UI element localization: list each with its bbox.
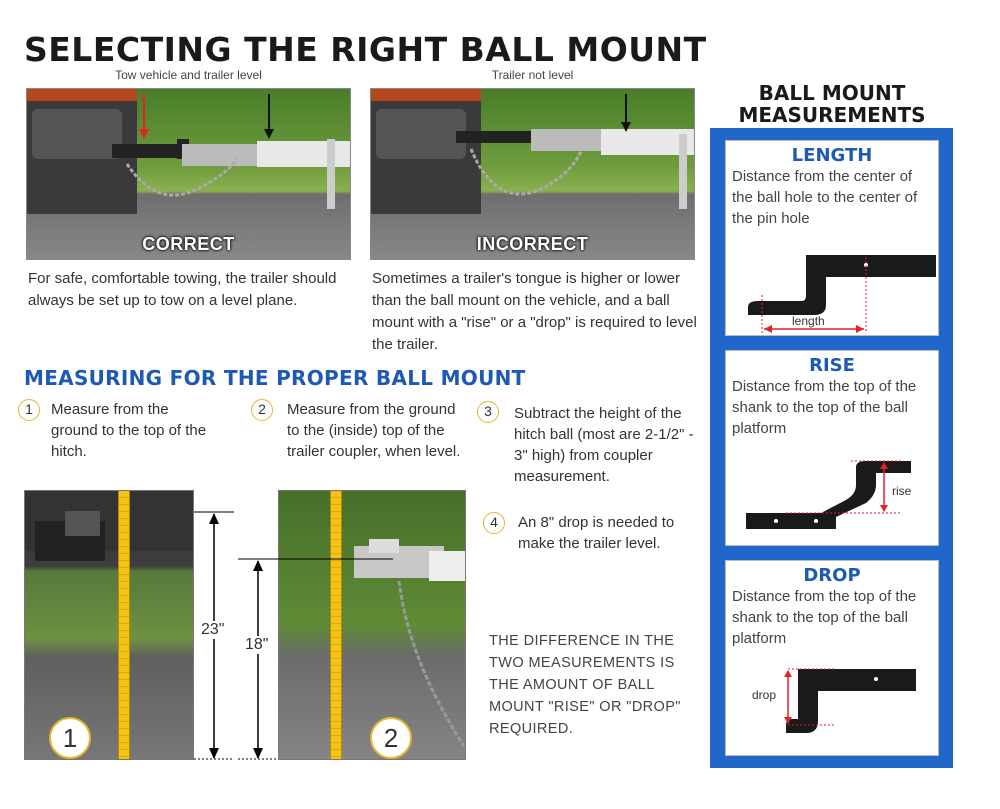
- rise-card: RISE Distance from the top of the shank …: [725, 350, 939, 546]
- measure-photo-hitch: 1: [24, 490, 194, 760]
- measuring-tape-2: [330, 491, 342, 759]
- sidebar-title-line2: MEASUREMENTS: [738, 103, 926, 127]
- correct-description: For safe, comfortable towing, the traile…: [28, 270, 337, 309]
- incorrect-towing-illustration: [371, 89, 694, 214]
- photo-correct-towing: CORRECT: [26, 88, 351, 260]
- drop-diagram: drop: [752, 668, 916, 733]
- step-4-number: 4: [483, 512, 505, 534]
- step-3-number: 3: [477, 401, 499, 423]
- measure-photo-coupler: 2: [278, 490, 466, 760]
- length-diagram-label: length: [792, 314, 825, 328]
- dimension-18-label: 18": [244, 636, 270, 654]
- dimension-23-line: [194, 511, 234, 760]
- correct-towing-illustration: [27, 89, 350, 214]
- length-diagram: length: [748, 255, 936, 333]
- rise-title: RISE: [809, 355, 855, 376]
- drop-title: DROP: [803, 565, 861, 586]
- length-desc: Distance from the center of the ball hol…: [732, 168, 918, 227]
- photo-caption-correct: Tow vehicle and trailer level: [115, 68, 262, 82]
- photo-incorrect-towing: INCORRECT: [370, 88, 695, 260]
- dimension-23-label: 23": [200, 621, 226, 639]
- verdict-incorrect: INCORRECT: [476, 234, 589, 254]
- sidebar-title: BALL MOUNT MEASUREMENTS: [712, 82, 952, 126]
- rise-diagram: rise: [746, 460, 912, 529]
- page-title: SELECTING THE RIGHT BALL MOUNT: [24, 30, 707, 69]
- step-2-number: 2: [251, 399, 273, 421]
- length-card: LENGTH Distance from the center of the b…: [725, 140, 939, 336]
- step-1-number: 1: [18, 399, 40, 421]
- rise-desc: Distance from the top of the shank to th…: [732, 378, 917, 437]
- step-2-text: Measure from the ground to the (inside) …: [287, 401, 461, 460]
- step-3-text: Subtract the height of the hitch ball (m…: [514, 405, 694, 485]
- rise-diagram-label: rise: [892, 484, 912, 498]
- photo-2-badge: 2: [370, 717, 412, 759]
- drop-card: DROP Distance from the top of the shank …: [725, 560, 939, 756]
- photo-caption-incorrect: Trailer not level: [491, 68, 574, 82]
- coupler-illustration: [354, 539, 465, 747]
- difference-note: THE DIFFERENCE IN THE TWO MEASUREMENTS I…: [489, 633, 681, 737]
- step-4-text: An 8" drop is needed to make the trailer…: [518, 514, 675, 552]
- step-1-text: Measure from the ground to the top of th…: [51, 401, 207, 460]
- measuring-heading: MEASURING FOR THE PROPER BALL MOUNT: [24, 366, 526, 390]
- photo-1-badge: 1: [49, 717, 91, 759]
- length-title: LENGTH: [791, 145, 873, 166]
- dimension-18-line: [238, 558, 393, 760]
- measuring-tape-1: [118, 491, 130, 759]
- measurements-panel: LENGTH Distance from the center of the b…: [710, 128, 953, 768]
- verdict-correct: CORRECT: [142, 234, 235, 254]
- drop-diagram-label: drop: [752, 688, 776, 702]
- hitch-illustration: [25, 491, 193, 561]
- drop-desc: Distance from the top of the shank to th…: [732, 588, 917, 647]
- sidebar-title-line1: BALL MOUNT: [758, 81, 906, 105]
- incorrect-description: Sometimes a trailer's tongue is higher o…: [372, 270, 697, 353]
